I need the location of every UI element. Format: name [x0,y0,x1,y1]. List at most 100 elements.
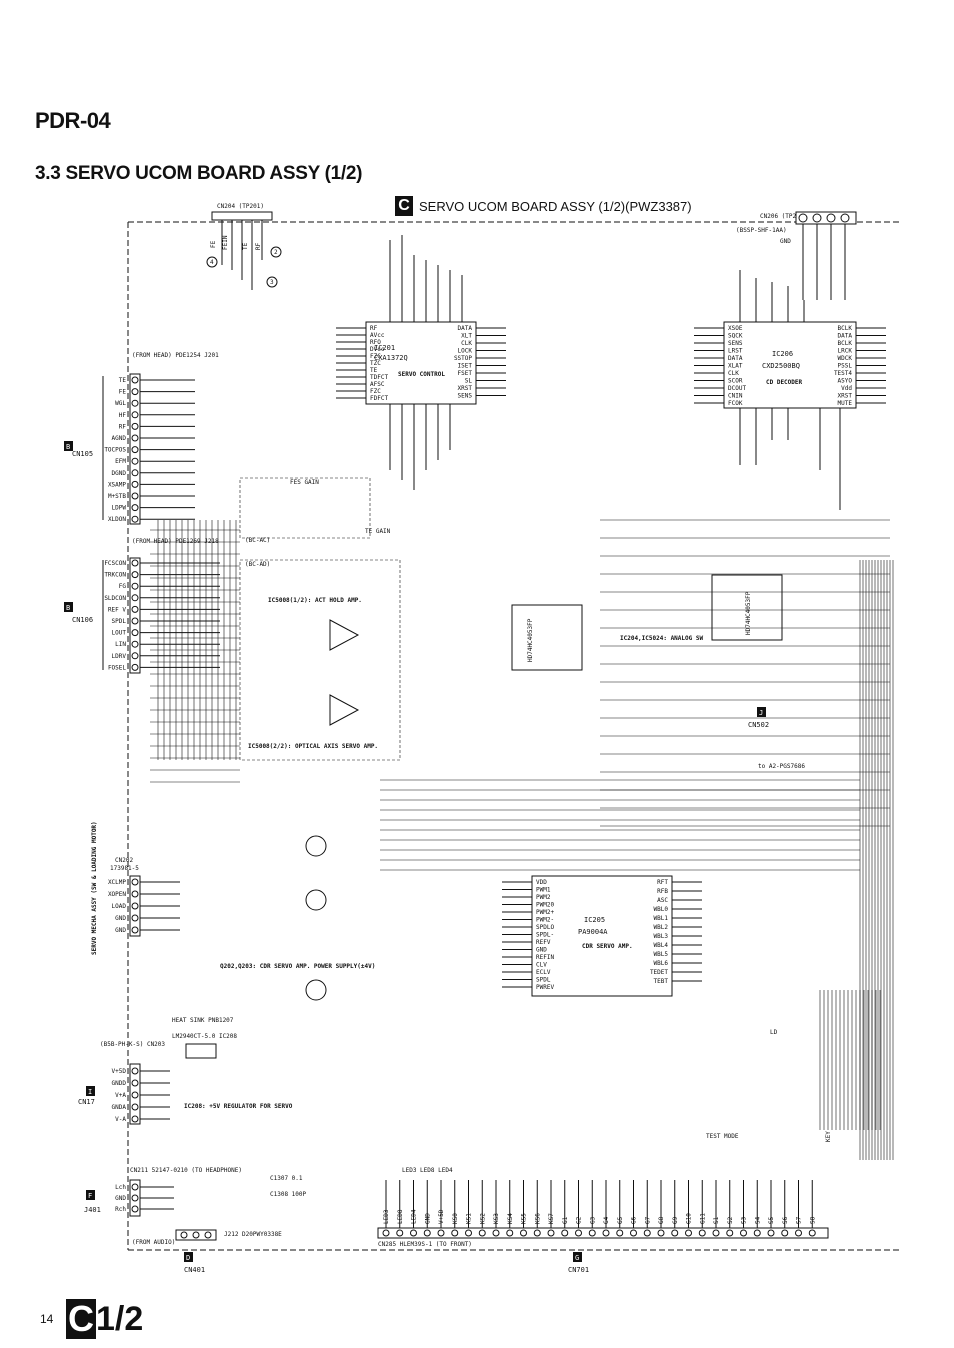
ic206-pin-label: CNIN [728,393,743,400]
ic206-pin-label: BCLK [838,340,853,347]
svg-text:CD DECODER: CD DECODER [766,379,803,386]
cn105-pin-label: LDPW [112,505,127,512]
ic205-pin-label: TEBT [654,978,669,985]
ic205-pin-label: PWM2+ [536,909,554,916]
cn203-pin [131,1103,139,1111]
ic206-pin-label: LRST [728,348,743,355]
ic206-pin-label: CLK [728,370,739,377]
cn106-pin [131,617,139,625]
svg-text:J: J [759,709,763,717]
page-mark-letter: C [66,1298,96,1339]
cn285-pin [506,1229,514,1237]
cn203-pin-label: GNDD [112,1080,127,1087]
cn105-pin-label: AGND [112,435,127,442]
svg-text:CN206 (TP202): CN206 (TP202) [760,213,807,220]
cn211-pin-label: Rch [115,1206,126,1213]
ic206-cd-decoder: IC206 CXD2500BQ CD DECODER XSOESQCKSENSL… [694,270,886,510]
cn203-pin [131,1115,139,1123]
cn202-pin [131,878,139,886]
ic201-pin-label: SSTOP [454,355,472,362]
cn105-pin [131,480,139,488]
analog-section: FES GAIN (BC-AC) (BC-AD) TE GAIN IC5008(… [239,477,401,761]
ic201-pin-label: TDFCT [370,374,388,381]
board-letter-badge: C [395,196,413,216]
cn105-pin-label: XLDON [108,516,126,523]
svg-text:TE: TE [242,242,249,250]
svg-text:4: 4 [210,259,214,266]
svg-text:B: B [66,604,70,612]
ic205-pin-label: VDD [536,879,547,886]
cn105-pin [131,492,139,500]
cn211-pin [131,1183,139,1191]
cn285-pin-label: G9 [672,1216,679,1224]
cn105-pin [131,376,139,384]
cn285-pin-label: GND [424,1213,431,1224]
cn106-pin-label: REF V [108,606,126,613]
ic206-pin-label: SCOR [728,378,743,385]
ic205-pin-label: WBL3 [654,933,669,940]
svg-text:CN502: CN502 [748,721,769,729]
cn203-pin [131,1079,139,1087]
ic206-pin-label: XLAT [728,363,743,370]
cn204-connector: CN204 (TP201) FE FEIN TE RF 4 2 3 [206,203,282,290]
ic201-pin-label: AFSC [370,381,385,388]
svg-text:KEY: KEY [825,1131,832,1142]
svg-text:CN204 (TP201): CN204 (TP201) [217,203,264,210]
ic206-pin-label: DATA [838,333,853,340]
ic201-pin-label: FDFCT [370,395,388,402]
ic201-pin-label: FZC [370,388,381,395]
cn285-pin-label: V+5D [438,1209,445,1224]
cn105-pin [131,388,139,396]
cn285-pin [767,1229,775,1237]
cn285-pin [561,1229,569,1237]
ic205-pin-label: WBL4 [654,942,669,949]
cn285-pin-label: S3 [741,1216,748,1224]
cn285-pin [740,1229,747,1237]
ic206-pin-label: WDCK [838,355,853,362]
svg-text:CN17: CN17 [78,1098,95,1106]
svg-text:LM2940CT-5.0 IC208: LM2940CT-5.0 IC208 [172,1033,237,1040]
ic206-pin-label: DCOUT [728,385,746,392]
svg-text:2: 2 [274,249,278,256]
cn285-pin-label: S8 [809,1216,816,1224]
ic205-pin-label: GND [536,947,547,954]
cn285-pin [410,1229,417,1237]
cn105-pin-label: DGND [112,470,127,477]
ic201-pin-label: CLK [461,340,472,347]
ic201-pin-label: DATA [458,325,473,332]
ic205-pin-label: REFV [536,939,551,946]
cn106-pin-label: LOUT [112,630,127,637]
svg-text:F: F [88,1192,92,1200]
cn105-pin [131,446,139,454]
cn105-pin-label: TOCPOS [104,447,126,454]
svg-text:CN285 HLEM39S-1 (TO FRONT): CN285 HLEM39S-1 (TO FRONT) [378,1241,472,1248]
svg-text:CDR SERVO AMP.: CDR SERVO AMP. [582,943,633,950]
cn285-pin [726,1229,734,1237]
board-title: C SERVO UCOM BOARD ASSY (1/2)(PWZ3387) [395,196,692,216]
cn285-pin-label: LED4 [411,1209,418,1224]
svg-text:D: D [186,1254,190,1262]
ic205-pin-label: RFB [657,888,668,895]
ic206-pin-label: XRST [838,393,853,400]
ic201-servo-control: IC201 CXA1372Q SERVO CONTROL RFAVccRFODV… [336,235,506,490]
cn203-pin-label: GNDA [112,1104,127,1111]
cn105-pin [131,434,139,442]
svg-text:(FROM HEAD) PDE1254 J201: (FROM HEAD) PDE1254 J201 [132,352,219,359]
cn285-pin [382,1229,390,1237]
cn211-pin-label: Lch [115,1184,126,1191]
cn105-pin [131,515,139,523]
svg-text:CN211 52147-0210 (TO HEADPHONE: CN211 52147-0210 (TO HEADPHONE) [130,1167,242,1174]
ic205-pin-label: PWM1 [536,887,551,894]
cn285-pin [657,1229,665,1237]
svg-text:3: 3 [270,279,274,286]
ic205-pin-label: PWM2- [536,917,554,924]
svg-text:CXD2500BQ: CXD2500BQ [762,362,800,370]
ic206-pin-label: DATA [728,355,743,362]
cn285-pin-label: G11 [699,1213,706,1224]
cn105-pin-label: TE [119,377,127,384]
ic201-pin-label: XRST [458,385,473,392]
cn105-pin-label: EFM [115,458,126,465]
page-number: 14 [40,1312,54,1326]
cn285-pin-label: G1 [562,1216,569,1224]
